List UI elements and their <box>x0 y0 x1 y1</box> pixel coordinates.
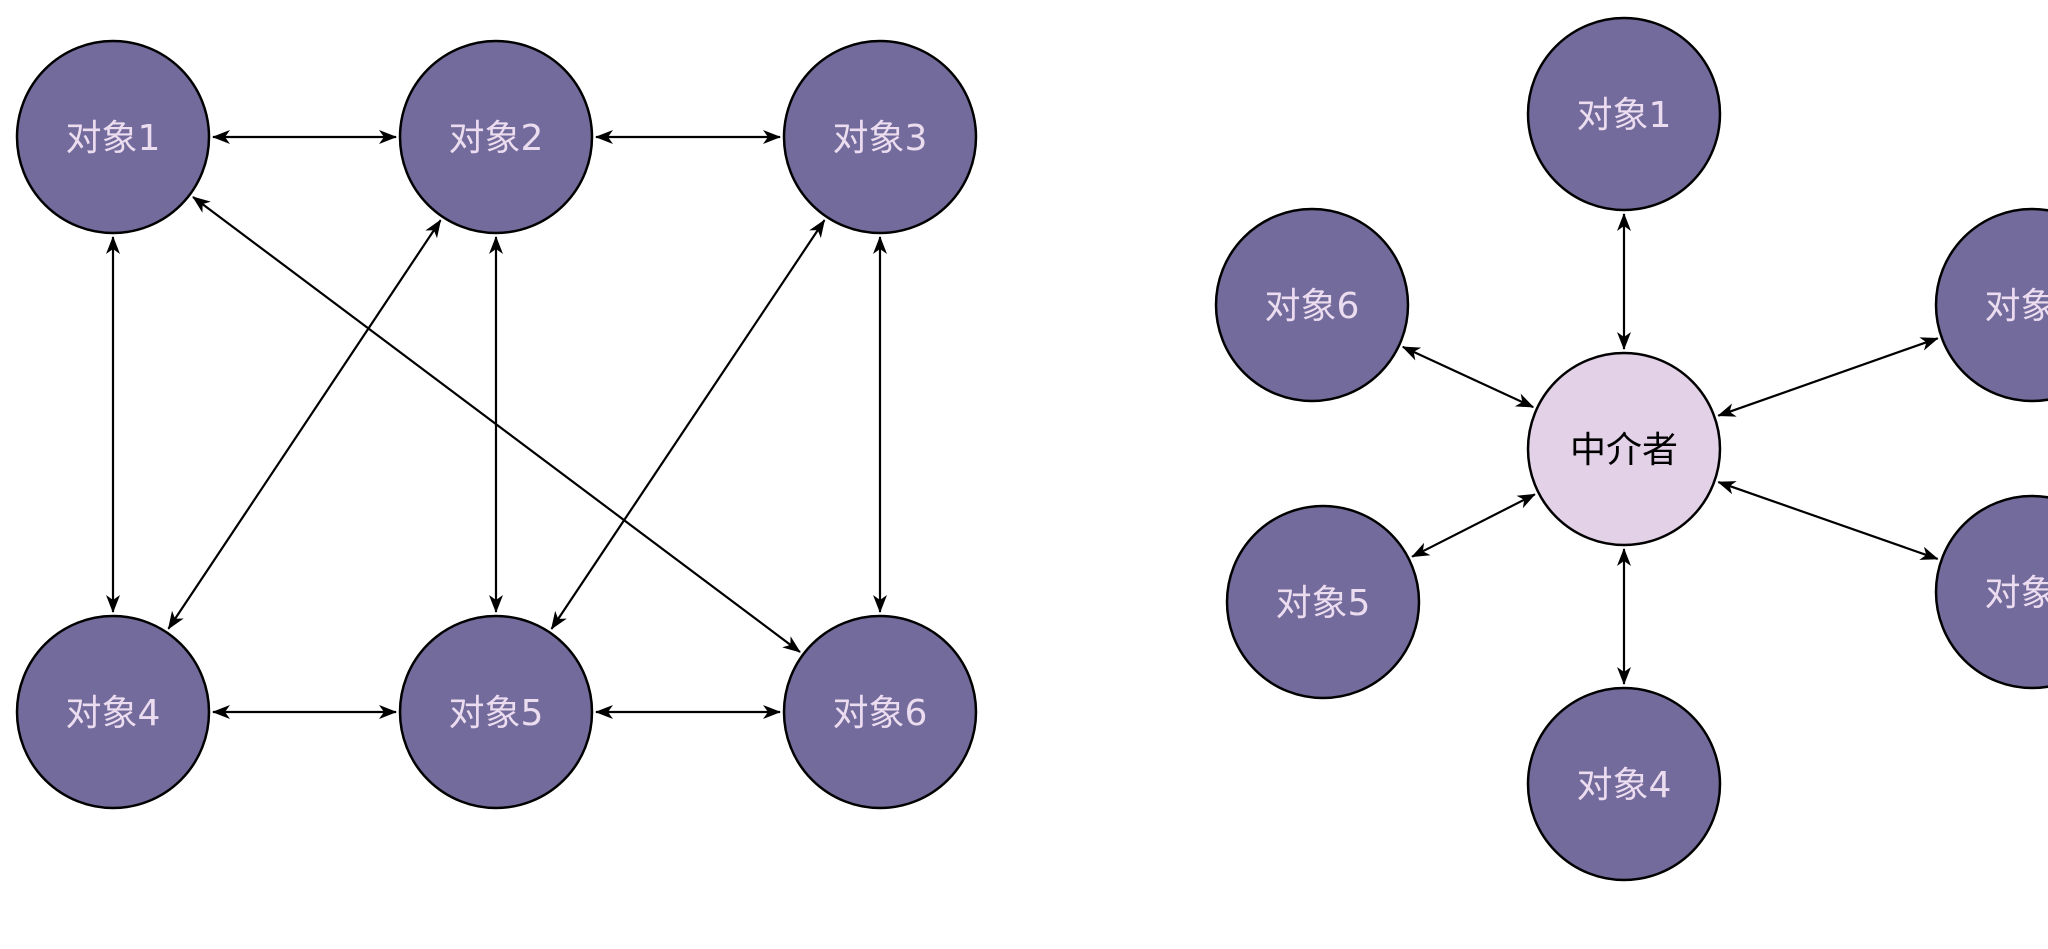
star-node-s5-label: 对象5 <box>1276 583 1371 624</box>
star-arrow-mediator-s3 <box>1717 481 1939 560</box>
star-node-s1: 对象1 <box>1526 16 1722 212</box>
star-node-s2-circle <box>1934 207 2048 403</box>
star-node-s4-label: 对象4 <box>1577 765 1672 806</box>
mesh-node-m5-circle <box>398 614 594 810</box>
mediator-node-label: 中介者 <box>1570 430 1678 471</box>
mesh-node-m4-circle <box>15 614 211 810</box>
mesh-node-m3-circle <box>782 39 978 235</box>
mediator-node: 中介者 <box>1526 351 1722 547</box>
mesh-nodes: 对象1 对象2 对象3 对象4 对象5 对象6 <box>15 39 978 810</box>
star-node-s5-circle <box>1225 504 1421 700</box>
star-node-s1-label: 对象1 <box>1577 95 1672 136</box>
mesh-node-m1: 对象1 <box>15 39 211 235</box>
star-node-s1-circle <box>1526 16 1722 212</box>
mesh-node-m6-label: 对象6 <box>833 693 928 734</box>
mesh-diagram: 对象1 对象2 对象3 对象4 对象5 对象6 <box>15 39 978 810</box>
mesh-node-m2-circle <box>398 39 594 235</box>
star-arrow-mediator-s2 <box>1717 337 1939 417</box>
mesh-node-m1-label: 对象1 <box>66 118 161 159</box>
mesh-node-m6: 对象6 <box>782 614 978 810</box>
star-node-s3-circle <box>1934 494 2048 690</box>
star-node-s2-label: 对象2 <box>1985 286 2048 327</box>
mesh-node-m2: 对象2 <box>398 39 594 235</box>
star-node-s6: 对象6 <box>1214 207 1410 403</box>
star-node-s5: 对象5 <box>1225 504 1421 700</box>
star-node-s3-label: 对象3 <box>1985 573 2048 614</box>
star-edges <box>1401 213 1939 685</box>
star-nodes: 中介者 对象1 对象2 对象3 对象4 对象5 对象6 <box>1214 16 2048 882</box>
mediator-star-diagram: 中介者 对象1 对象2 对象3 对象4 对象5 对象6 <box>1214 16 2048 882</box>
mesh-node-m5: 对象5 <box>398 614 594 810</box>
star-arrow-mediator-s6 <box>1401 345 1535 409</box>
mesh-node-m4-label: 对象4 <box>66 693 161 734</box>
mesh-node-m1-circle <box>15 39 211 235</box>
mesh-node-m2-label: 对象2 <box>449 118 544 159</box>
mesh-node-m3: 对象3 <box>782 39 978 235</box>
mediator-node-circle <box>1526 351 1722 547</box>
mesh-node-m5-label: 对象5 <box>449 693 544 734</box>
mesh-node-m3-label: 对象3 <box>833 118 928 159</box>
mesh-arrow-m1-m6 <box>192 196 801 653</box>
star-arrow-mediator-s5 <box>1411 493 1536 558</box>
mesh-node-m4: 对象4 <box>15 614 211 810</box>
star-node-s4: 对象4 <box>1526 686 1722 882</box>
star-node-s4-circle <box>1526 686 1722 882</box>
star-node-s2: 对象2 <box>1934 207 2048 403</box>
star-node-s3: 对象3 <box>1934 494 2048 690</box>
mesh-edges <box>106 130 887 719</box>
star-node-s6-circle <box>1214 207 1410 403</box>
mesh-node-m6-circle <box>782 614 978 810</box>
star-node-s6-label: 对象6 <box>1265 286 1360 327</box>
